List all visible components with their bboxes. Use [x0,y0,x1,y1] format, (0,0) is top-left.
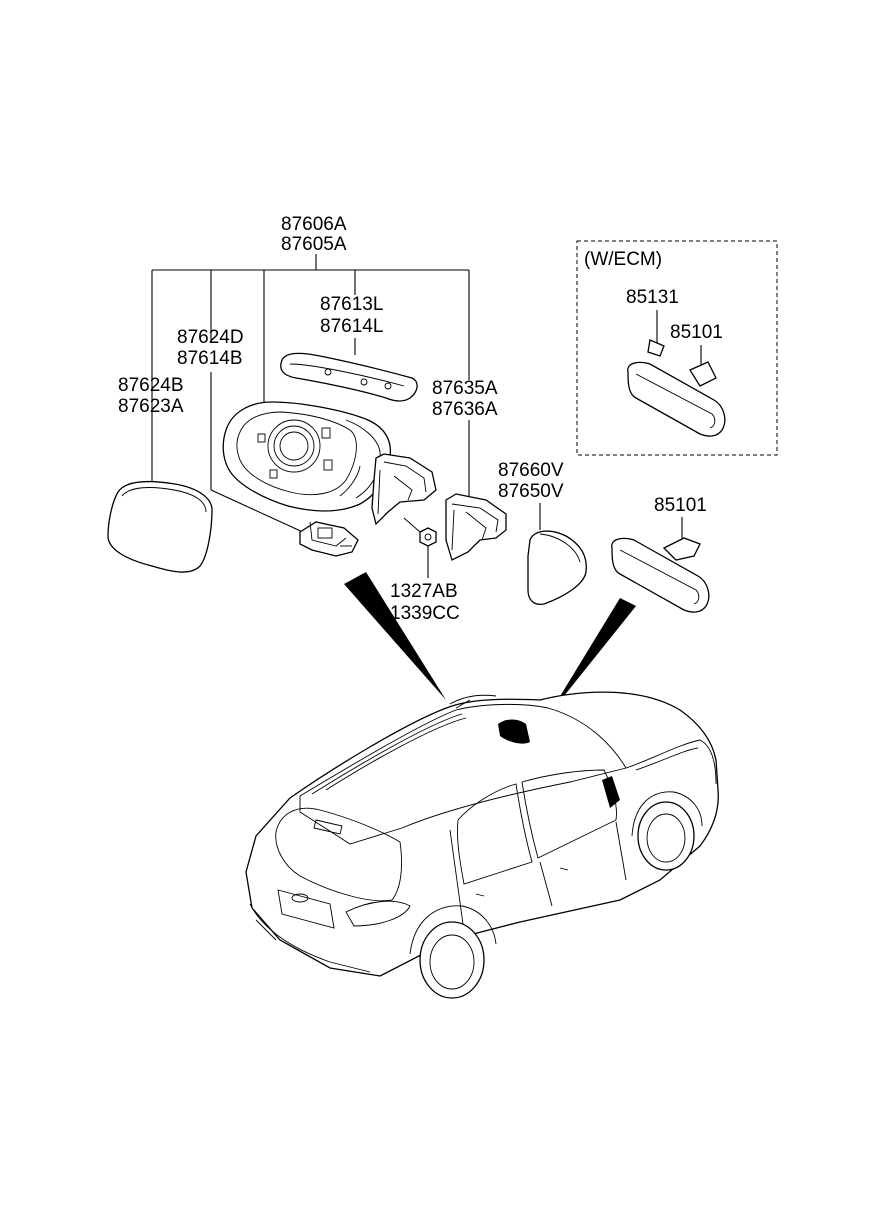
label-87614b: 87614B [177,348,243,369]
label-85101-ecm: 85101 [670,322,723,343]
mirror-cap [527,530,587,606]
label-1327ab: 1327AB [390,581,458,602]
label-87605a: 87605A [281,234,347,255]
label-87635a: 87635A [432,378,498,399]
vehicle-outline [245,691,719,999]
label-87606a: 87606A [281,214,347,235]
mirror-base-gasket [445,493,507,561]
label-87660v: 87660V [498,460,564,481]
mirror-actuator [299,521,359,557]
label-w-ecm: (W/ECM) [584,249,662,270]
ecm-option-box [576,240,778,456]
label-87650v: 87650V [498,481,564,502]
label-87623a: 87623A [118,396,184,417]
label-85101: 85101 [654,495,707,516]
mirror-base-bracket [371,453,437,526]
pointer-inside-mirror [548,598,636,716]
mirror-housing [222,401,392,512]
mirror-cover [280,352,418,402]
label-87636a: 87636A [432,399,498,420]
mounting-nut [403,517,437,547]
inside-mirror [611,537,710,613]
mirror-glass [107,480,213,573]
label-87613l: 87613L [320,294,383,315]
leader-lines [151,254,702,578]
label-87624d: 87624D [177,327,244,348]
pointer-outside-mirror [344,572,446,700]
label-85131: 85131 [626,287,679,308]
label-87624b: 87624B [118,375,184,396]
label-87614l: 87614L [320,316,383,337]
label-1339cc: 1339CC [390,603,460,624]
